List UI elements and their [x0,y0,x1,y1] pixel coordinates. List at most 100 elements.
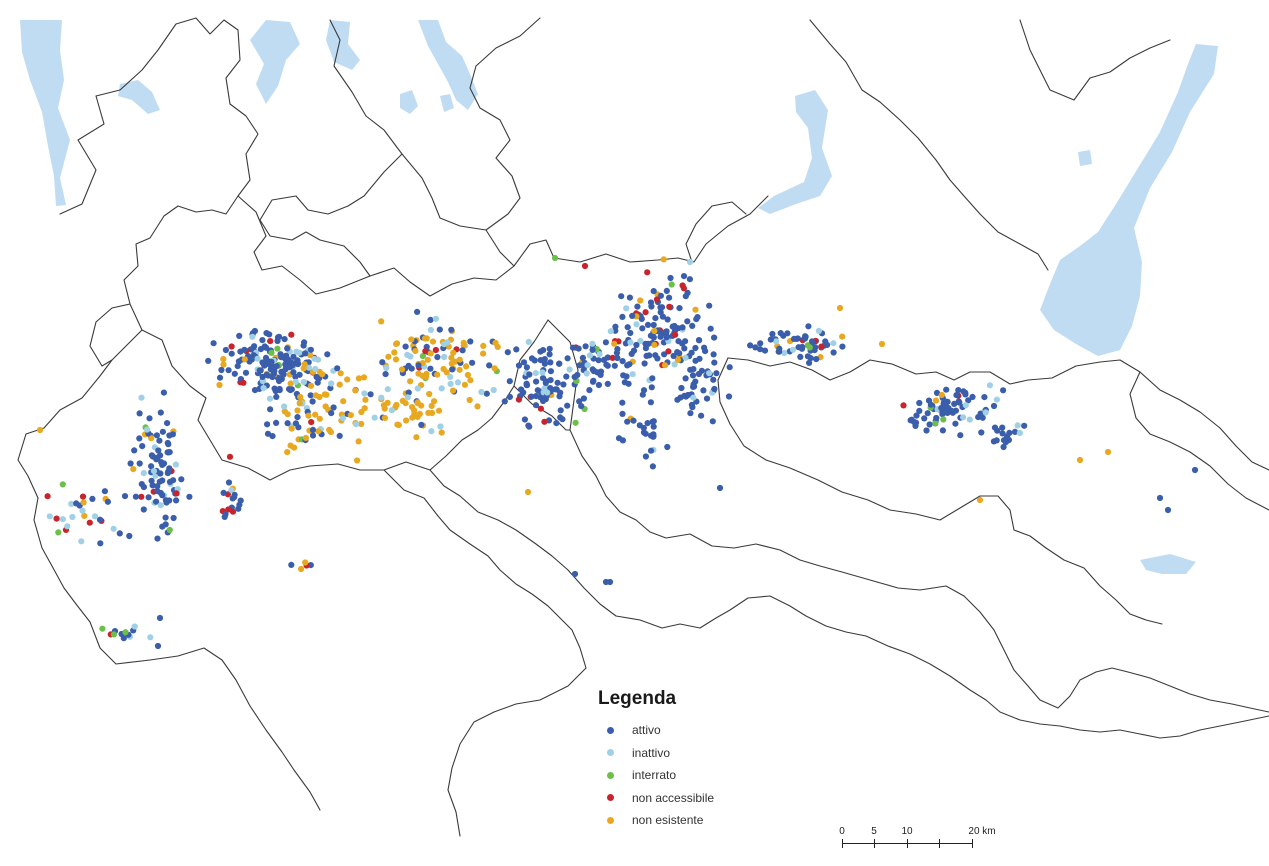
site-point-non-esistente [321,391,328,398]
site-point-attivo [220,489,227,496]
site-point-inattivo [79,507,86,514]
site-point-attivo [604,380,611,387]
site-point-inattivo [539,369,546,376]
site-point-attivo [784,330,791,337]
site-point-attivo [96,516,104,523]
site-point-inattivo [383,364,390,372]
site-point-attivo [559,416,566,423]
site-point-non-esistente [148,435,155,442]
lake-small-west [118,80,160,114]
legend-label-interrato: interrato [632,768,677,783]
site-point-attivo [806,359,813,366]
site-point-attivo [276,377,283,385]
legend-item-inattivo[interactable]: inattivo [598,742,838,765]
site-point-attivo [797,353,804,360]
site-point-attivo [642,453,650,460]
site-point-attivo [553,420,560,427]
site-point-attivo [949,409,956,416]
site-point-non-esistente [976,496,984,504]
site-point-inattivo [627,339,634,346]
site-point-inattivo [293,348,300,355]
site-point-attivo [449,366,456,373]
legend-item-interrato[interactable]: interrato [598,764,838,787]
site-point-attivo [273,419,280,426]
site-point-attivo [698,367,706,374]
site-point-non-esistente [1076,456,1084,464]
site-point-inattivo [228,487,235,494]
site-point-attivo [682,338,689,345]
legend-item-non-accessibile[interactable]: non accessibile [598,787,838,810]
site-point-non-esistente [402,400,409,407]
site-point-attivo [703,395,711,402]
site-point-attivo [523,381,530,389]
site-point-non-accessibile [515,396,523,403]
site-point-attivo [654,355,661,362]
site-point-inattivo [789,346,797,353]
site-point-attivo [716,484,724,492]
site-point-attivo [690,383,697,390]
legend-item-non-esistente[interactable]: non esistente [598,809,838,832]
site-point-attivo [1000,443,1007,451]
site-point-inattivo [249,333,256,340]
site-point-attivo [271,385,278,392]
site-point-attivo [126,532,133,540]
site-point-non-esistente [358,420,365,427]
site-point-attivo [1011,428,1019,435]
site-point-attivo [1156,494,1164,502]
site-point-non-esistente [355,438,362,445]
site-point-attivo [156,437,163,444]
site-point-inattivo [586,352,594,359]
site-point-non-esistente [393,401,400,409]
site-point-non-accessibile [44,493,51,500]
site-point-attivo [725,393,733,400]
site-point-attivo [799,344,806,351]
site-point-attivo [965,397,972,404]
site-point-attivo [269,373,276,381]
province-borders [17,17,1269,837]
site-point-attivo [418,421,425,428]
site-point-inattivo [584,362,591,369]
lake-como-branch [758,90,832,214]
site-point-attivo [623,373,630,380]
site-point-inattivo [830,340,837,347]
site-point-attivo [327,385,334,392]
site-point-attivo [994,427,1001,434]
site-point-interrato [55,529,62,536]
site-point-attivo [330,404,337,411]
site-point-non-esistente [392,356,400,363]
site-point-non-esistente [284,449,291,456]
site-point-attivo [571,373,578,381]
lake-maggiore [20,20,70,206]
map-legend: Legenda attivo inattivo interrato non ac… [598,688,838,832]
site-point-inattivo [315,356,322,363]
site-point-inattivo [525,338,532,345]
site-point-attivo [602,339,610,346]
legend-item-attivo[interactable]: attivo [598,719,838,742]
site-point-attivo [626,294,634,301]
site-point-attivo [913,412,920,419]
lake-small-center [400,90,418,114]
site-point-attivo [324,351,331,358]
site-point-attivo [649,418,656,425]
site-point-attivo [515,362,523,369]
site-point-attivo [650,423,657,430]
site-point-attivo [178,476,185,483]
site-point-non-esistente [839,333,846,340]
site-point-attivo [131,447,138,454]
site-point-attivo [302,350,309,357]
site-point-non-accessibile [267,338,274,345]
site-point-attivo [328,410,335,417]
site-point-attivo [916,407,923,414]
site-point-non-esistente [443,369,450,376]
site-point-attivo [89,495,96,502]
site-point-inattivo [69,513,76,521]
site-point-attivo [648,303,655,310]
site-point-inattivo [986,382,994,389]
site-point-attivo [231,491,238,498]
site-point-attivo [157,470,164,477]
site-point-attivo [242,369,250,376]
site-point-non-esistente [305,412,312,419]
site-point-attivo [127,460,134,467]
